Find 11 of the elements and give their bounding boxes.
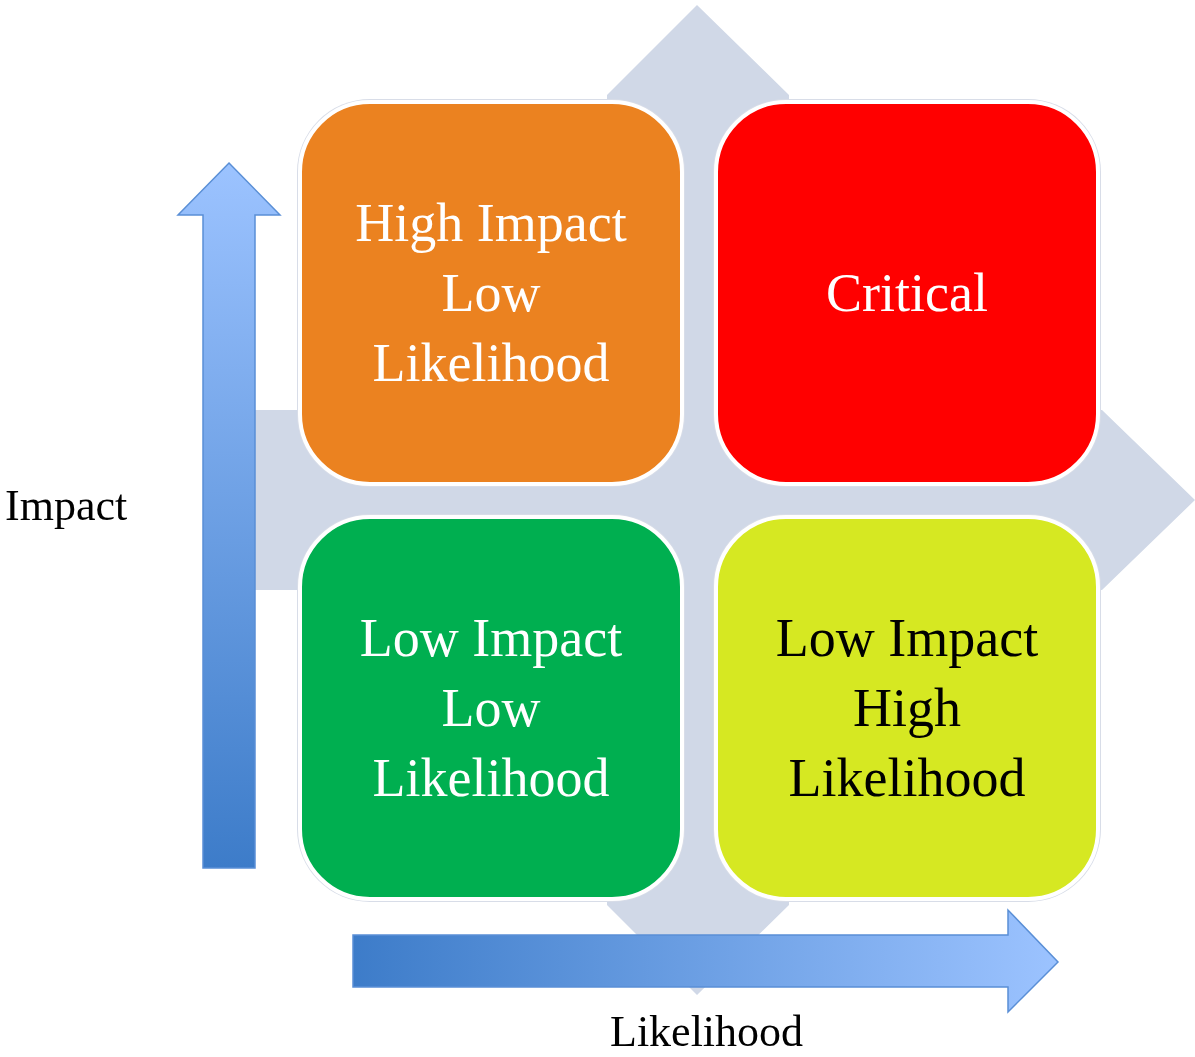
quadrant-box	[714, 100, 1100, 486]
quadrant-label: Low Impact High Likelihood	[774, 607, 1040, 810]
quadrant-box	[298, 515, 684, 901]
quadrant-box	[714, 515, 1100, 901]
quadrant-label: Low Impact Low Likelihood	[358, 607, 624, 810]
quadrant-label: Critical	[826, 262, 988, 325]
quadrant-label: High Impact	[355, 192, 627, 255]
axis-label: Impact	[5, 480, 128, 531]
quadrant-label: Low Likelihood	[371, 262, 611, 395]
quadrant-box	[298, 100, 684, 486]
axis-label: Likelihood	[610, 1006, 804, 1057]
